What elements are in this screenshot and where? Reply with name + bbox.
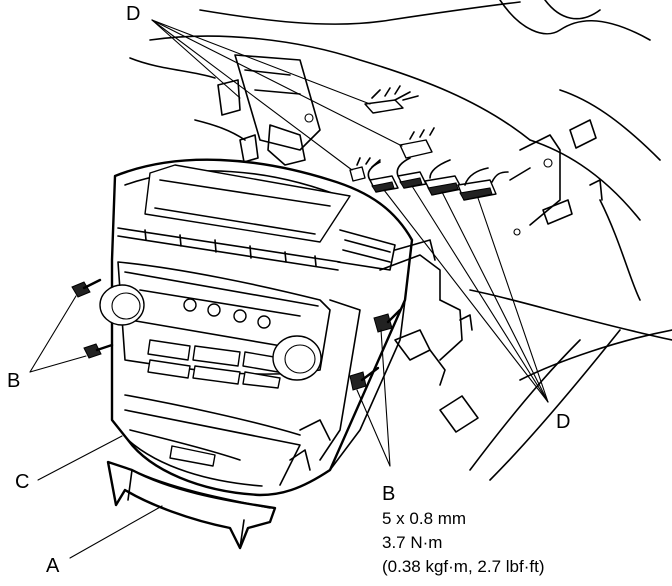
connector-4 bbox=[369, 175, 399, 193]
bolt-torque-alt-text: (0.38 kgf·m, 2.7 lbf·ft) bbox=[382, 557, 545, 576]
connector-3 bbox=[349, 157, 381, 182]
connectors bbox=[349, 85, 509, 201]
connector-6 bbox=[424, 175, 463, 196]
connector-1 bbox=[364, 85, 419, 114]
connector-7 bbox=[457, 179, 497, 201]
callout-a: A bbox=[46, 555, 60, 577]
callout-b-left: B bbox=[7, 370, 20, 392]
callout-d-bottom: D bbox=[556, 411, 570, 433]
bolts bbox=[71, 278, 402, 391]
bolt-right-lower bbox=[349, 366, 380, 391]
round-button-3 bbox=[233, 309, 247, 323]
bolt-left-lower bbox=[83, 343, 114, 359]
round-button-2 bbox=[207, 303, 221, 317]
console-slot bbox=[169, 445, 216, 467]
console-unit bbox=[99, 158, 414, 497]
bolt-size-text: 5 x 0.8 mm bbox=[382, 509, 466, 528]
left-knob bbox=[99, 284, 145, 326]
leader-lines bbox=[29, 19, 549, 559]
callout-d-top: D bbox=[126, 3, 140, 25]
labels: D B C A D B 5 x 0.8 mm 3.7 N·m (0.38 kgf… bbox=[7, 3, 570, 577]
dashboard-frame bbox=[129, 0, 672, 481]
round-button-1 bbox=[183, 298, 197, 312]
bolt-right-upper bbox=[373, 308, 402, 333]
bolt-torque-text: 3.7 N·m bbox=[382, 533, 442, 552]
callout-c: C bbox=[15, 471, 29, 493]
connector-2 bbox=[399, 127, 435, 159]
bolt-left-upper bbox=[71, 278, 102, 298]
cover-part-a bbox=[106, 460, 277, 550]
right-knob bbox=[272, 335, 322, 381]
callout-b-right: B bbox=[382, 483, 395, 505]
round-button-4 bbox=[257, 315, 271, 329]
